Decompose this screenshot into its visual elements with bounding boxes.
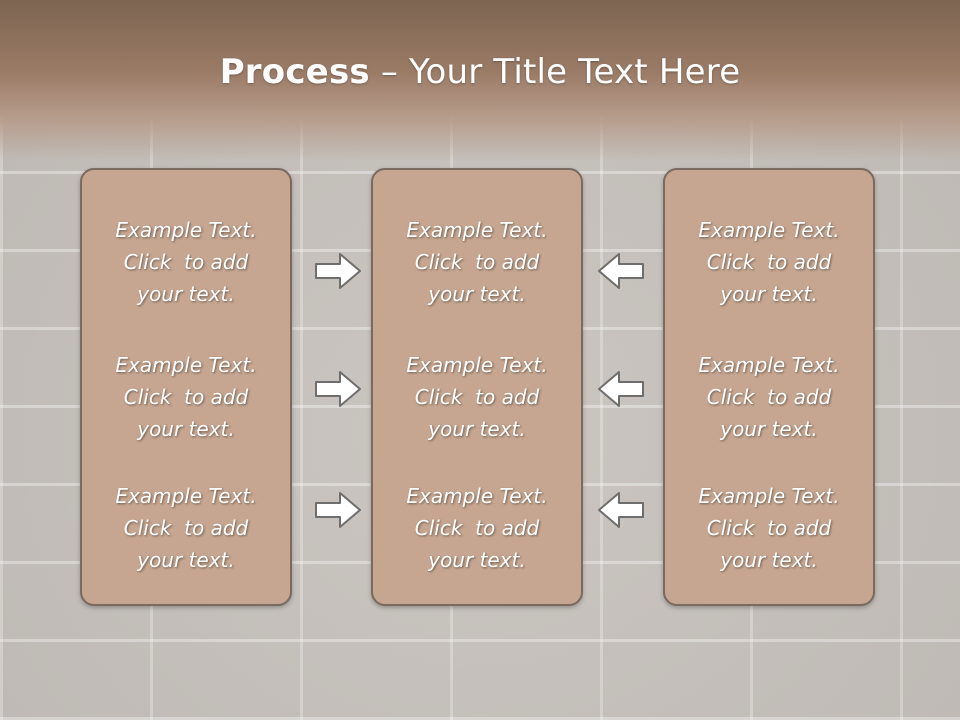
text-line: your text. bbox=[137, 282, 235, 306]
arrow-right-icon[interactable] bbox=[314, 251, 362, 291]
text-line: Example Text. bbox=[698, 484, 840, 508]
text-line: Example Text. bbox=[406, 218, 548, 242]
text-block[interactable]: Example Text. Click to add your text. bbox=[373, 480, 581, 576]
process-panel-right[interactable]: Example Text. Click to add your text. Ex… bbox=[663, 168, 875, 606]
text-line: Example Text. bbox=[406, 353, 548, 377]
text-line: Example Text. bbox=[698, 218, 840, 242]
slide-title[interactable]: Process – Your Title Text Here bbox=[0, 52, 960, 92]
process-panel-left[interactable]: Example Text. Click to add your text. Ex… bbox=[80, 168, 292, 606]
text-line: Example Text. bbox=[406, 484, 548, 508]
text-line: your text. bbox=[137, 417, 235, 441]
text-line: Click to add bbox=[414, 250, 540, 274]
text-line: Click to add bbox=[123, 385, 249, 409]
text-line: Example Text. bbox=[115, 218, 257, 242]
title-banner bbox=[0, 0, 960, 160]
arrow-right-icon[interactable] bbox=[314, 369, 362, 409]
arrow-right-icon[interactable] bbox=[314, 490, 362, 530]
text-line: your text. bbox=[428, 548, 526, 572]
text-line: your text. bbox=[720, 548, 818, 572]
text-line: Click to add bbox=[706, 250, 832, 274]
text-line: Click to add bbox=[123, 250, 249, 274]
text-line: Example Text. bbox=[115, 484, 257, 508]
text-line: Click to add bbox=[414, 516, 540, 540]
text-line: Click to add bbox=[706, 385, 832, 409]
text-block[interactable]: Example Text. Click to add your text. bbox=[82, 214, 290, 310]
text-line: Example Text. bbox=[698, 353, 840, 377]
title-bold: Process bbox=[219, 52, 370, 92]
text-line: your text. bbox=[720, 282, 818, 306]
text-line: Click to add bbox=[123, 516, 249, 540]
text-line: your text. bbox=[720, 417, 818, 441]
text-block[interactable]: Example Text. Click to add your text. bbox=[665, 349, 873, 445]
arrow-left-icon[interactable] bbox=[597, 369, 645, 409]
title-rest: – Your Title Text Here bbox=[369, 52, 741, 92]
arrow-left-icon[interactable] bbox=[597, 251, 645, 291]
text-line: your text. bbox=[428, 417, 526, 441]
text-block[interactable]: Example Text. Click to add your text. bbox=[82, 480, 290, 576]
text-block[interactable]: Example Text. Click to add your text. bbox=[373, 214, 581, 310]
text-block[interactable]: Example Text. Click to add your text. bbox=[665, 480, 873, 576]
process-panel-middle[interactable]: Example Text. Click to add your text. Ex… bbox=[371, 168, 583, 606]
text-block[interactable]: Example Text. Click to add your text. bbox=[665, 214, 873, 310]
text-line: Click to add bbox=[706, 516, 832, 540]
text-line: Example Text. bbox=[115, 353, 257, 377]
text-line: your text. bbox=[428, 282, 526, 306]
text-block[interactable]: Example Text. Click to add your text. bbox=[373, 349, 581, 445]
arrow-left-icon[interactable] bbox=[597, 490, 645, 530]
text-line: Click to add bbox=[414, 385, 540, 409]
text-block[interactable]: Example Text. Click to add your text. bbox=[82, 349, 290, 445]
text-line: your text. bbox=[137, 548, 235, 572]
